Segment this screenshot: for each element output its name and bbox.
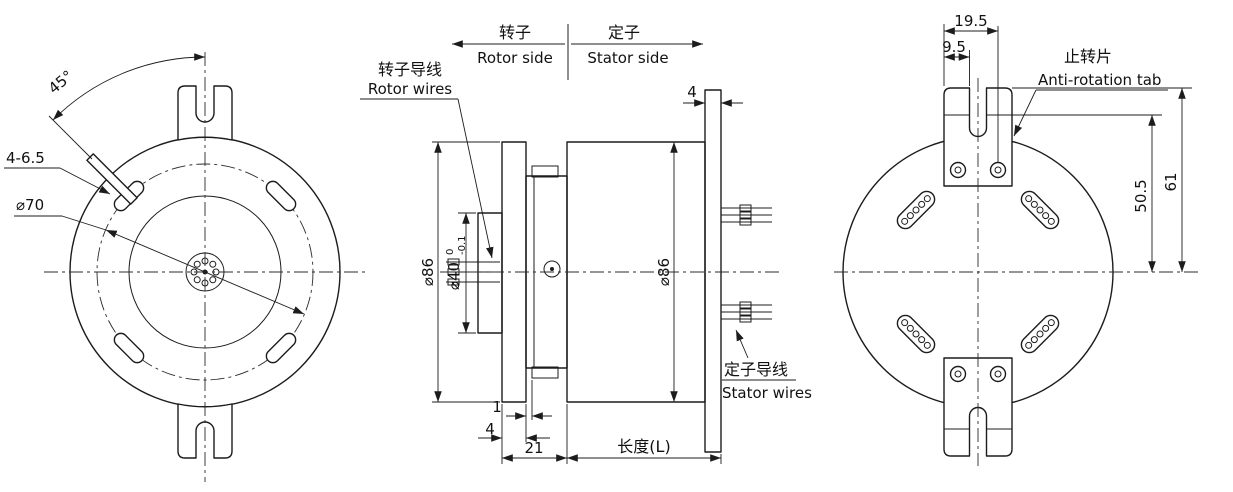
dim-tab-width-inner-label: 9.5	[942, 38, 966, 56]
dim-step-label: 1	[492, 398, 502, 416]
stator-wires	[721, 204, 772, 323]
angle-dimension-arc	[52, 53, 206, 121]
stator-wires-label-en: Stator wires	[722, 384, 812, 402]
rotor-wires-leader	[457, 98, 494, 259]
dim-angle-label: 45°	[45, 67, 77, 98]
dim-flange-thickness-bottom-label: 4	[485, 420, 495, 438]
connector-slots	[896, 190, 1060, 354]
dim-body-diameter-label: ⌀86	[655, 258, 673, 286]
rotor-side-label-zh: 转子	[499, 23, 531, 42]
dim-flange-thickness-top-label: 4	[687, 83, 697, 101]
side-view: 转子 Rotor side 定子 Stator side 转子导线 Rotor …	[360, 23, 812, 464]
bottom-fork-tab	[177, 403, 233, 459]
stator-wires-leader	[735, 329, 749, 359]
stator-side-label-en: Stator side	[587, 49, 668, 67]
rotor-wires-label-en: Rotor wires	[368, 80, 452, 98]
stator-flange	[704, 89, 722, 453]
rear-view: 19.5 9.5 止转片 Anti-rotation tab 50.5 61	[834, 12, 1198, 466]
rotor-wires-label-zh: 转子导线	[378, 60, 442, 79]
dim-hub-diameter-label: ⌀40	[445, 262, 463, 290]
anti-rotation-tab-leader	[1013, 89, 1037, 137]
dim-holes-label: 4-6.5	[6, 149, 45, 167]
set-screw	[543, 260, 561, 278]
dim-body-length-label: 长度(L)	[617, 437, 670, 456]
anti-rotation-tab-label-en: Anti-rotation tab	[1038, 71, 1161, 89]
dim-tab-offset-label: 50.5	[1132, 179, 1150, 212]
bolt-circle-dimension-line	[105, 229, 305, 315]
anti-rotation-tab-label-zh: 止转片	[1064, 47, 1112, 66]
stator-side-label-zh: 定子	[608, 23, 640, 42]
holes-leader	[59, 167, 111, 195]
dim-hub-tol-upper: 0	[445, 249, 456, 255]
dim-rotor-length-label: 21	[524, 439, 543, 457]
rotor-side-label-en: Rotor side	[477, 49, 553, 67]
dim-hub-tol-lower: -0.1	[457, 235, 468, 255]
front-view: 45° 4-6.5 ⌀70	[4, 52, 366, 482]
dim-bolt-circle-label: ⌀70	[16, 196, 44, 214]
angle-extension-line	[48, 115, 93, 160]
dim-tab-width-outer-label: 19.5	[954, 12, 987, 30]
rotor-hub	[477, 212, 503, 334]
stator-wires-label-zh: 定子导线	[724, 360, 788, 379]
dim-tab-height-label: 61	[1162, 172, 1180, 191]
dim-flange-diameter-label: ⌀86	[419, 258, 437, 286]
locating-pin	[86, 153, 138, 205]
